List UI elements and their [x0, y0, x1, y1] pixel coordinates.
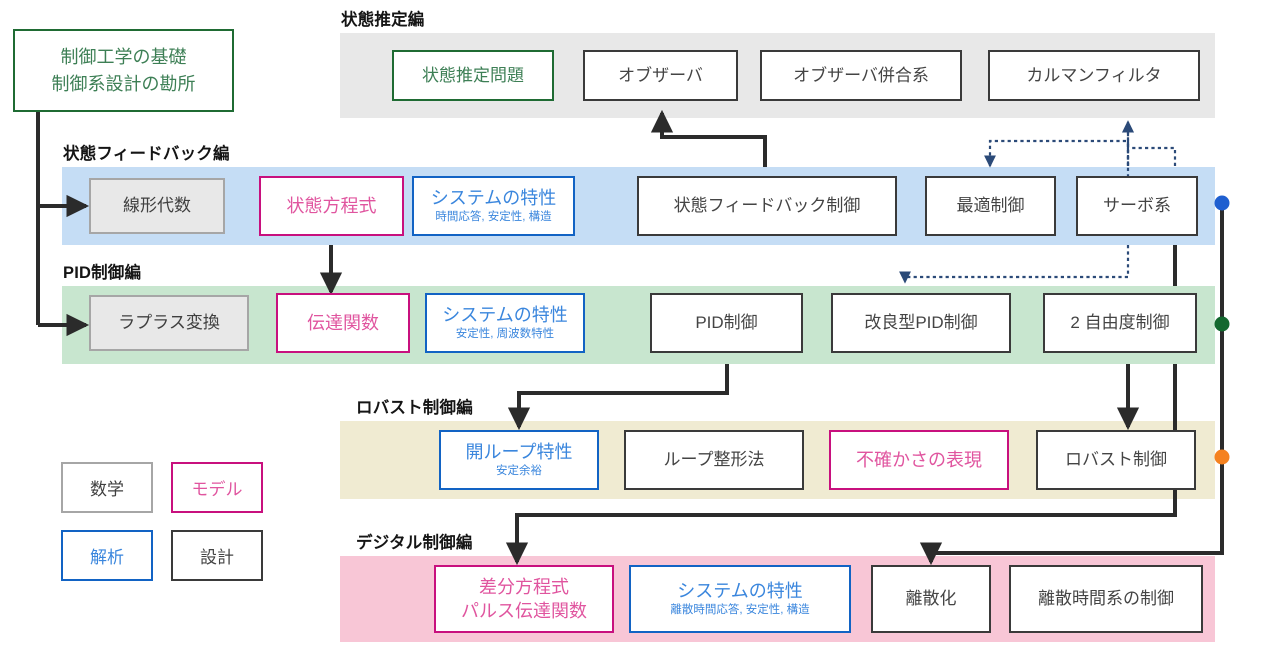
- node-difference-equation[interactable]: 差分方程式 パルス伝達関数: [434, 565, 614, 633]
- node-label: 伝達関数: [307, 312, 379, 333]
- node-label: オブザーバ: [618, 65, 703, 85]
- node-label: 離散化: [905, 589, 957, 609]
- node-laplace-transform[interactable]: ラプラス変換: [89, 295, 249, 351]
- legend-label: 数学: [90, 480, 124, 499]
- node-label: ループ整形法: [663, 450, 765, 470]
- node-discretization[interactable]: 離散化: [871, 565, 991, 633]
- legend-item-math[interactable]: 数学: [61, 462, 153, 513]
- dot-blue: [1214, 195, 1230, 211]
- node-label: 状態フィードバック制御: [673, 196, 861, 216]
- node-system-characteristics-sf[interactable]: システムの特性 時間応答, 安定性, 構造: [412, 176, 575, 236]
- edge-servo-to-optimal-dashed: [984, 139, 1130, 203]
- section-title-state-feedback: 状態フィードバック編: [63, 145, 230, 163]
- node-pid-control[interactable]: PID制御: [650, 293, 803, 353]
- legend-label: 設計: [200, 548, 234, 567]
- node-label: 離散時間系の制御: [1038, 589, 1174, 609]
- node-label2: パルス伝達関数: [461, 601, 587, 621]
- node-state-estimation-problem[interactable]: 状態推定問題: [392, 50, 554, 101]
- node-root-line1: 制御工学の基礎: [60, 46, 187, 67]
- section-title-pid: PID制御編: [63, 264, 142, 282]
- edge-sfb-to-observer: [650, 109, 767, 167]
- node-label: 不確かさの表現: [856, 449, 982, 470]
- node-sublabel: 安定余裕: [496, 465, 542, 478]
- node-two-dof-control[interactable]: 2 自由度制御: [1043, 293, 1197, 353]
- node-label: 2 自由度制御: [1070, 313, 1170, 333]
- node-observer-combined-system[interactable]: オブザーバ併合系: [760, 50, 962, 101]
- node-uncertainty-representation[interactable]: 不確かさの表現: [829, 430, 1009, 490]
- legend-label: 解析: [90, 548, 124, 567]
- section-title-state-estimation: 状態推定編: [341, 11, 425, 29]
- node-discrete-time-control[interactable]: 離散時間系の制御: [1009, 565, 1203, 633]
- node-label: PID制御: [695, 313, 758, 333]
- node-label: 状態推定問題: [422, 65, 524, 85]
- node-label: システムの特性: [677, 580, 803, 601]
- node-label: 線形代数: [123, 196, 191, 216]
- node-state-equation[interactable]: 状態方程式: [259, 176, 404, 236]
- node-robust-control[interactable]: ロバスト制御: [1036, 430, 1196, 490]
- dot-orange: [1214, 449, 1230, 465]
- node-loop-shaping[interactable]: ループ整形法: [624, 430, 804, 490]
- node-system-characteristics-pid[interactable]: システムの特性 安定性, 周波数特性: [425, 293, 585, 353]
- node-linear-algebra[interactable]: 線形代数: [89, 178, 225, 234]
- node-sublabel: 離散時間応答, 安定性, 構造: [670, 604, 810, 617]
- section-title-digital: デジタル制御編: [356, 534, 473, 552]
- node-label: ラプラス変換: [118, 313, 220, 333]
- edge-servo-to-kalman-dashed: [1122, 120, 1177, 166]
- node-kalman-filter[interactable]: カルマンフィルタ: [988, 50, 1200, 101]
- band-pid: [62, 286, 1215, 364]
- node-root-line2: 制御系設計の勘所: [51, 74, 196, 94]
- edge-servo-to-improved-pid-dashed: [899, 245, 1130, 284]
- node-system-characteristics-digital[interactable]: システムの特性 離散時間応答, 安定性, 構造: [629, 565, 851, 633]
- edge-pid-to-openloop: [507, 364, 729, 431]
- node-label: オブザーバ併合系: [793, 65, 929, 85]
- node-label: カルマンフィルタ: [1026, 65, 1162, 85]
- node-label: 差分方程式: [479, 576, 569, 597]
- node-label: サーボ系: [1103, 196, 1171, 216]
- legend-item-design[interactable]: 設計: [171, 530, 263, 581]
- node-label: 状態方程式: [286, 195, 377, 216]
- edge-robust-to-discretization: [919, 499, 1224, 566]
- node-root[interactable]: 制御工学の基礎 制御系設計の勘所: [13, 29, 234, 112]
- node-label: 開ループ特性: [465, 441, 573, 462]
- node-optimal-control[interactable]: 最適制御: [925, 176, 1056, 236]
- node-transfer-function[interactable]: 伝達関数: [276, 293, 410, 353]
- dot-green: [1214, 316, 1230, 332]
- legend-item-analysis[interactable]: 解析: [61, 530, 153, 581]
- section-title-robust: ロバスト制御編: [356, 399, 473, 417]
- node-label: 最適制御: [956, 196, 1025, 216]
- node-sublabel: 時間応答, 安定性, 構造: [435, 211, 552, 224]
- legend-item-model[interactable]: モデル: [171, 462, 263, 513]
- node-label: システムの特性: [442, 304, 568, 325]
- node-servo-system[interactable]: サーボ系: [1076, 176, 1198, 236]
- node-open-loop-characteristics[interactable]: 開ループ特性 安定余裕: [439, 430, 599, 490]
- node-label: ロバスト制御: [1065, 450, 1167, 470]
- node-observer[interactable]: オブザーバ: [583, 50, 738, 101]
- node-label: システムの特性: [430, 187, 557, 208]
- node-label: 改良型PID制御: [864, 313, 978, 333]
- node-state-feedback-control[interactable]: 状態フィードバック制御: [637, 176, 897, 236]
- node-improved-pid-control[interactable]: 改良型PID制御: [831, 293, 1011, 353]
- node-sublabel: 安定性, 周波数特性: [455, 328, 555, 341]
- legend-label: モデル: [191, 480, 243, 499]
